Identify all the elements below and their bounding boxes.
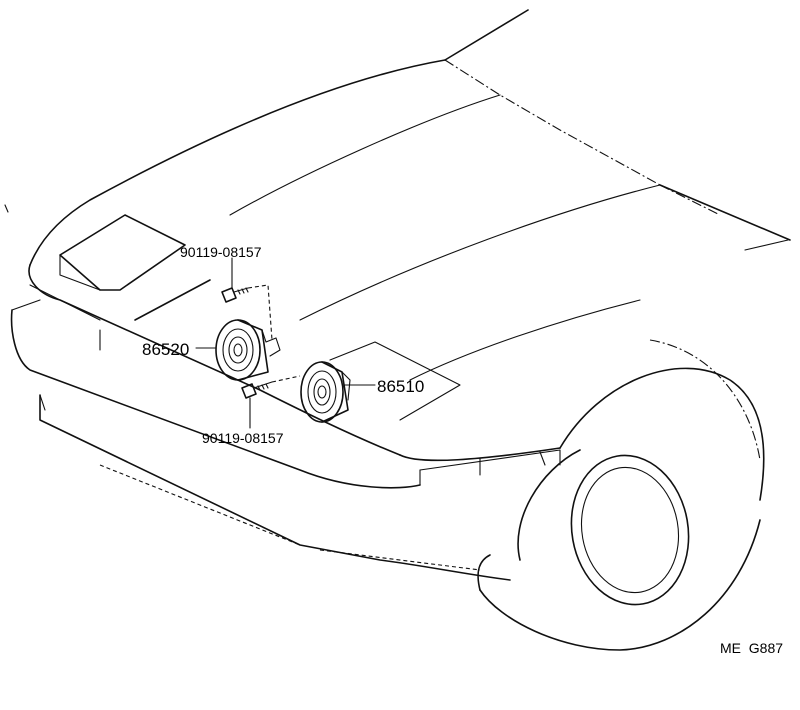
leader-lines <box>195 257 376 429</box>
label-horn-86510: 86510 <box>377 377 424 396</box>
assembly-dashes <box>247 284 301 383</box>
horn-86520 <box>215 319 281 381</box>
bolt-lower <box>241 381 273 399</box>
horn-86510 <box>300 361 351 423</box>
figure-code: ME G887 <box>720 640 783 656</box>
label-bolt-upper: 90119-08157 <box>180 244 262 260</box>
label-horn-86520: 86520 <box>142 340 189 359</box>
front-wheel <box>477 339 765 651</box>
label-bolt-lower: 90119-08157 <box>202 430 284 446</box>
bolt-upper <box>221 287 249 303</box>
car-body-outline <box>4 9 791 581</box>
